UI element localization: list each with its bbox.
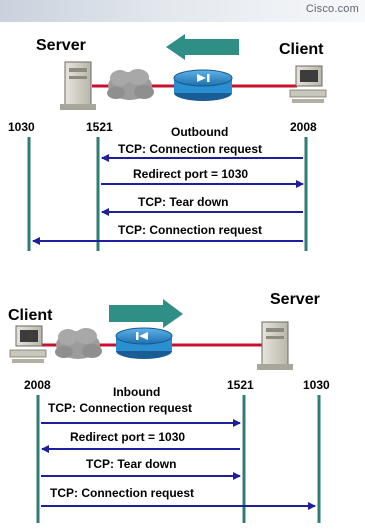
top-direction-label: Outbound: [171, 125, 228, 139]
bottom-right-host-label: Server: [270, 291, 320, 308]
bottom-port-left: 2008: [24, 378, 51, 392]
bottom-message-4-label: TCP: Connection request: [50, 486, 194, 500]
bottom-message-3-label: TCP: Tear down: [86, 457, 176, 471]
bottom-direction-label: Inbound: [113, 385, 160, 399]
top-message-1-label: TCP: Connection request: [118, 142, 262, 156]
bottom-port-middle: 1521: [227, 378, 254, 392]
top-server-icon: [60, 61, 96, 110]
bottom-direction-arrow: [109, 299, 183, 328]
bottom-client-icon: [9, 325, 47, 363]
brand-label: Cisco.com: [305, 3, 359, 15]
top-router-icon: [173, 69, 233, 101]
top-right-host-label: Client: [279, 41, 324, 58]
top-port-right: 2008: [290, 120, 317, 134]
top-cloud-icon: [107, 69, 154, 100]
top-direction-arrow: [166, 34, 239, 60]
bottom-message-1-label: TCP: Connection request: [48, 401, 192, 415]
top-message-3-label: TCP: Tear down: [138, 195, 228, 209]
top-message-2-label: Redirect port = 1030: [133, 167, 248, 181]
bottom-server-icon: [257, 321, 293, 370]
header-bar: Cisco.com: [0, 0, 365, 22]
bottom-message-2-label: Redirect port = 1030: [70, 430, 185, 444]
bottom-port-right: 1030: [303, 378, 330, 392]
top-port-middle: 1521: [86, 120, 113, 134]
bottom-cloud-icon: [55, 328, 102, 359]
bottom-left-host-label: Client: [8, 307, 53, 324]
top-left-host-label: Server: [36, 37, 86, 54]
top-client-icon: [289, 65, 327, 103]
bottom-router-icon: [115, 327, 173, 359]
top-port-left: 1030: [8, 120, 35, 134]
top-message-4-label: TCP: Connection request: [118, 223, 262, 237]
